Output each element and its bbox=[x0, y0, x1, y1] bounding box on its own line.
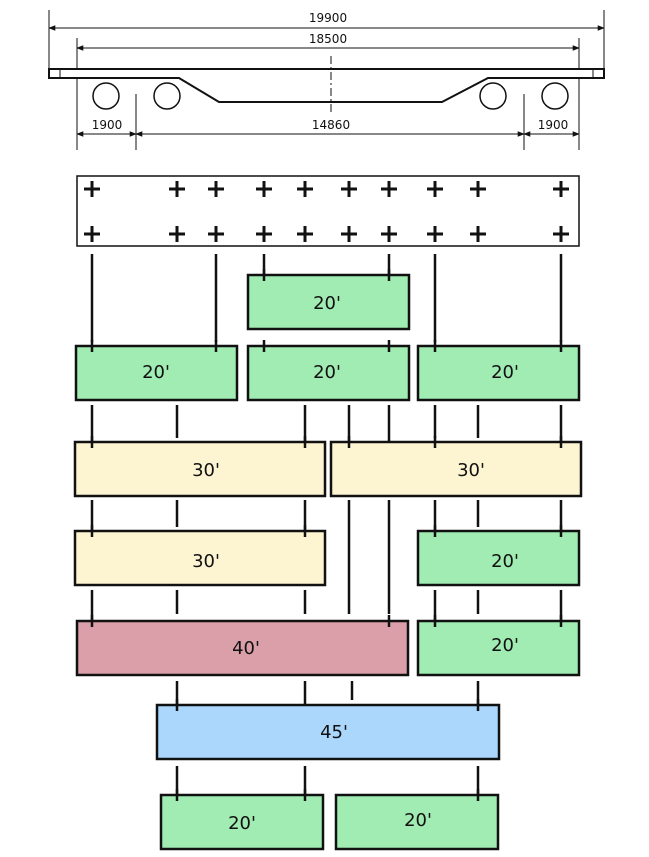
container-row2-left bbox=[74, 344, 239, 402]
container-row5-left bbox=[75, 619, 410, 677]
middle-span-label: 14860 bbox=[312, 118, 350, 132]
container-label-row3-left: 30' bbox=[192, 460, 220, 481]
container-label-row5-right: 20' bbox=[491, 635, 519, 656]
container-label-row2-left: 20' bbox=[142, 362, 170, 383]
container-row2-right bbox=[416, 344, 581, 402]
bogie-right-label: 1900 bbox=[538, 118, 569, 132]
wagon-deck-top-view bbox=[76, 175, 580, 247]
bogie-left-label: 1900 bbox=[92, 118, 123, 132]
wagon-side-view bbox=[48, 10, 605, 150]
container-row3-right bbox=[329, 440, 583, 498]
container-row3-left bbox=[73, 440, 327, 498]
wheel-4 bbox=[541, 82, 569, 110]
pivot-length-label: 18500 bbox=[309, 32, 347, 46]
container-layouts bbox=[73, 273, 583, 851]
container-label-row7-right: 20' bbox=[404, 810, 432, 831]
container-row2-center bbox=[246, 344, 411, 402]
container-row7-right bbox=[334, 793, 500, 851]
container-label-row3-right: 30' bbox=[457, 460, 485, 481]
container-label-row4-left: 30' bbox=[192, 551, 220, 572]
wheel-3 bbox=[479, 82, 507, 110]
container-row7-left bbox=[159, 793, 325, 851]
container-label-row5-left: 40' bbox=[232, 638, 260, 659]
container-row6-center bbox=[155, 703, 501, 761]
container-label-row2-center: 20' bbox=[313, 362, 341, 383]
container-label-row1-center: 20' bbox=[313, 293, 341, 314]
wheel-2 bbox=[153, 82, 181, 110]
container-label-row2-right: 20' bbox=[491, 362, 519, 383]
container-corner-ticks bbox=[90, 269, 563, 801]
container-label-row6-center: 45' bbox=[320, 722, 348, 743]
wheel-1 bbox=[92, 82, 120, 110]
container-row1-center bbox=[246, 273, 411, 331]
container-label-row7-left: 20' bbox=[228, 813, 256, 834]
twistlock-marks bbox=[84, 181, 569, 242]
container-row5-right bbox=[416, 619, 581, 677]
wagon-frame bbox=[48, 68, 605, 103]
container-row4-left bbox=[73, 529, 327, 587]
container-row4-right bbox=[416, 529, 581, 587]
overall-length-label: 19900 bbox=[309, 11, 347, 25]
container-label-row4-right: 20' bbox=[491, 551, 519, 572]
deck-outline bbox=[76, 175, 580, 247]
